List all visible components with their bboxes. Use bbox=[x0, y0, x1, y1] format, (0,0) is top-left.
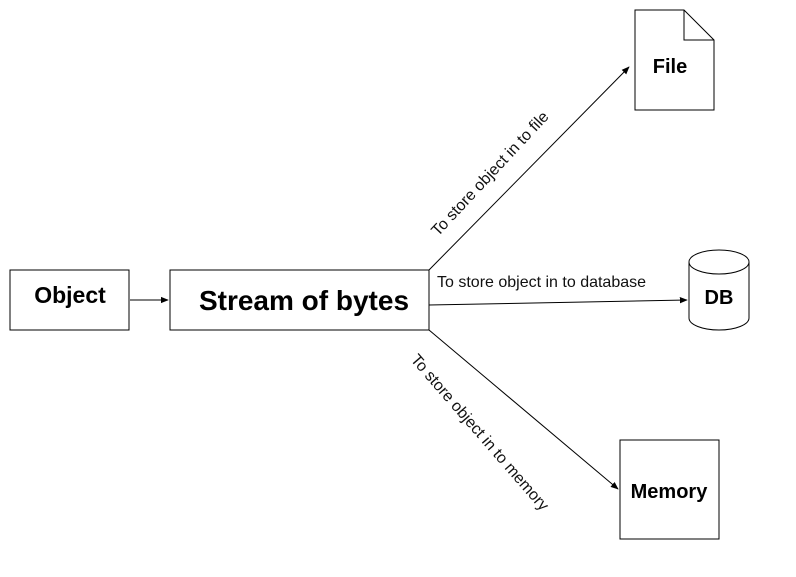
memory-node: Memory bbox=[619, 439, 720, 540]
object-node: Object bbox=[9, 269, 130, 331]
file-node: File bbox=[634, 9, 715, 111]
stream-to-memory-arrow bbox=[428, 329, 619, 490]
edge-label-file: To store object in to file bbox=[428, 108, 552, 239]
db-label: DB bbox=[705, 287, 734, 309]
stream-to-file-arrow bbox=[428, 66, 630, 271]
memory-label: Memory bbox=[631, 481, 709, 503]
object-label: Object bbox=[34, 282, 106, 308]
edge-label-database: To store object in to database bbox=[437, 274, 646, 291]
edge-label-memory: To store object in to memory bbox=[407, 351, 552, 514]
stream-to-db-arrow bbox=[428, 296, 688, 306]
file-label: File bbox=[653, 56, 687, 78]
db-node: DB bbox=[688, 249, 750, 331]
stream-label: Stream of bytes bbox=[199, 285, 409, 316]
stream-node: Stream of bytes bbox=[169, 269, 430, 331]
